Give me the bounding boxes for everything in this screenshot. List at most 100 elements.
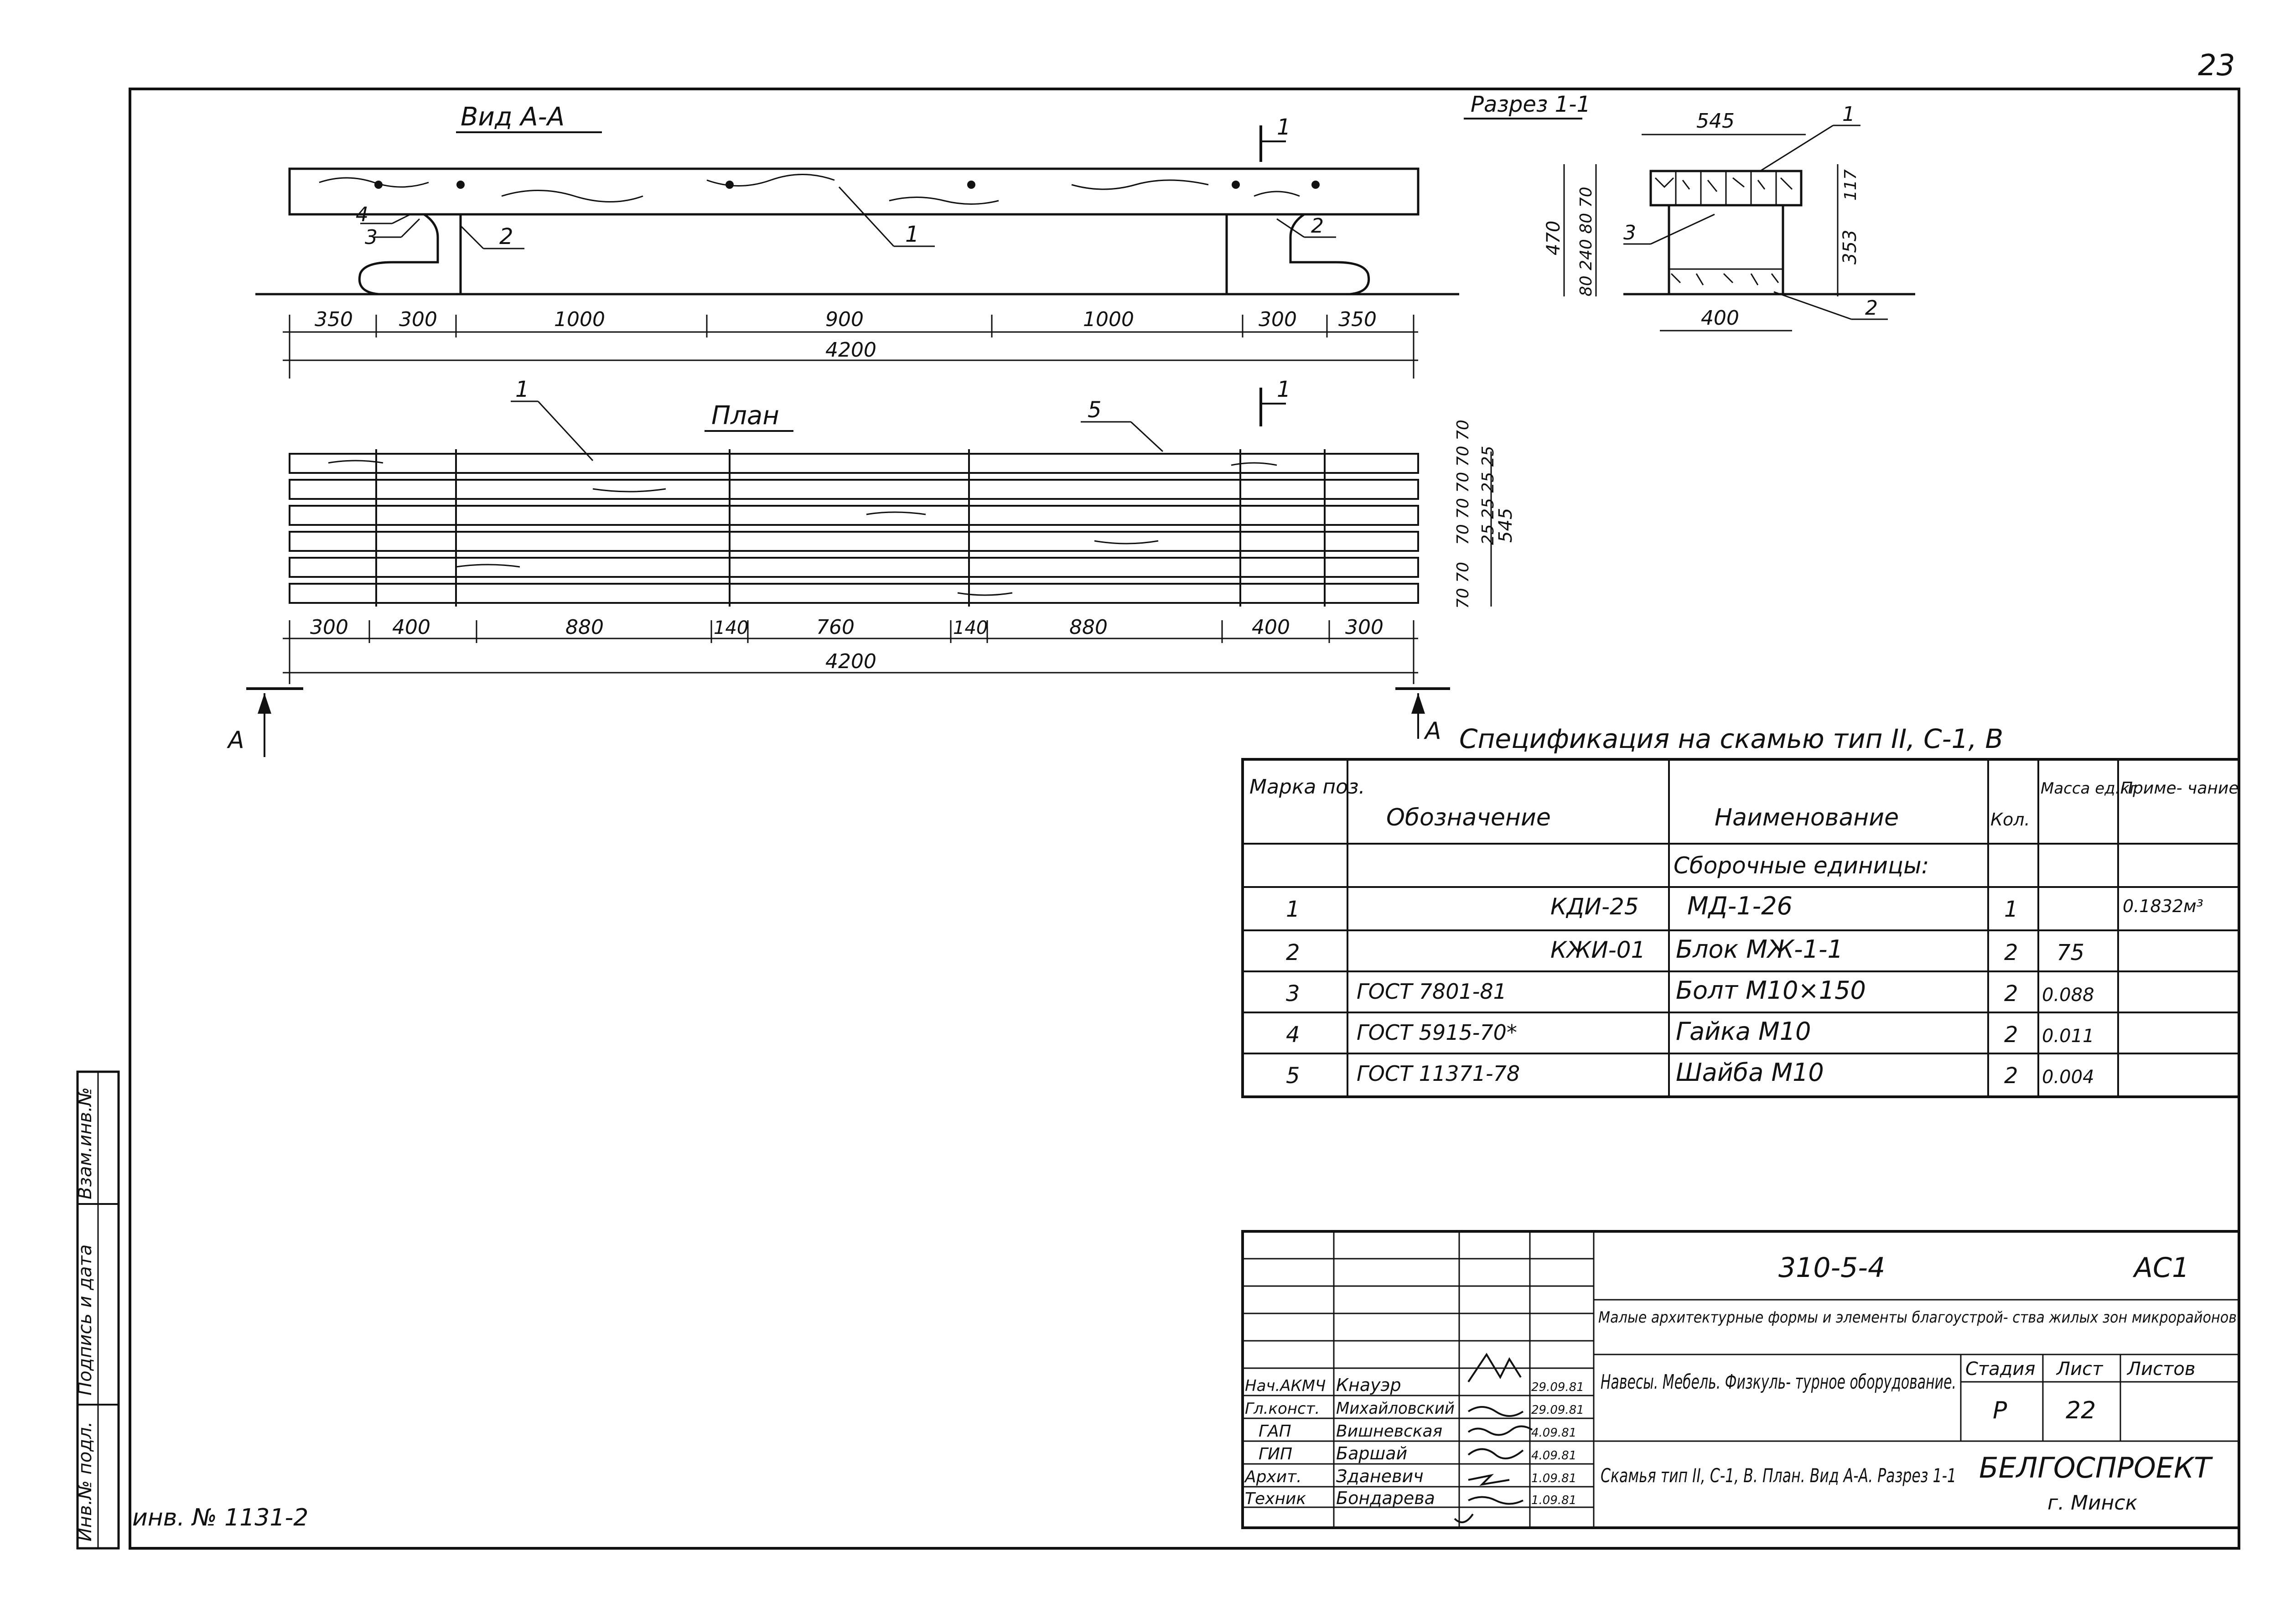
spec-row-1-pos: 1 <box>1286 897 1300 922</box>
plan-dim-4: 760 <box>816 616 855 639</box>
plan-dim-total: 4200 <box>825 650 876 673</box>
tb-role-3: ГАП <box>1259 1422 1291 1441</box>
spec-header-code: Обозначение <box>1386 804 1551 831</box>
plan-callout-5: 5 <box>1088 397 1102 423</box>
spec-row-1-name: МД-1-26 <box>1687 892 1793 920</box>
project-title: Малые архитектурные формы и элементы бла… <box>1598 1308 2237 1327</box>
callout-4: 4 <box>356 203 368 226</box>
stamp-inv: Инв.№ подл. <box>75 1422 96 1541</box>
plan-title: План <box>711 401 779 431</box>
spec-row-1-code: КДИ-25 <box>1550 893 1639 920</box>
tb-date-1: 29.09.81 <box>1531 1380 1584 1394</box>
left-support <box>358 213 462 296</box>
plan-dim-6: 880 <box>1069 616 1108 639</box>
dim-aa-1: 300 <box>399 308 437 331</box>
spec-row-5-pos: 5 <box>1286 1063 1300 1089</box>
sheet-header: Лист <box>2056 1359 2104 1380</box>
specification-table: Спецификация на скамью тип II, С-1, В Ма… <box>1241 723 2240 1098</box>
tb-date-2: 29.09.81 <box>1531 1403 1584 1417</box>
spec-row-3-mass: 0.088 <box>2042 985 2094 1006</box>
org-city: г. Минск <box>2047 1491 2138 1515</box>
spec-row-4-qty: 2 <box>2004 1022 2018 1048</box>
plan-dim-2: 880 <box>565 616 604 639</box>
callout-1: 1 <box>905 222 919 247</box>
sheet-title: Скамья тип II, С-1, В. План. Вид А-А. Ра… <box>1601 1464 1956 1487</box>
callout-2: 2 <box>499 224 513 249</box>
tb-name-5: Зданевич <box>1336 1466 1424 1486</box>
view-marker-a-right: А <box>1424 717 1441 745</box>
spec-row-5-qty: 2 <box>2004 1063 2018 1089</box>
tb-name-6: Бондарева <box>1336 1488 1435 1508</box>
plan-side-total: 545 <box>1495 508 1516 543</box>
tb-role-2: Гл.конст. <box>1245 1400 1320 1418</box>
spec-row-3-name: Болт М10×150 <box>1676 976 1866 1005</box>
dim-aa-3: 900 <box>825 308 864 331</box>
section-callout-3: 3 <box>1623 221 1636 244</box>
plan-callout-1: 1 <box>515 377 529 402</box>
tb-date-6: 1.09.81 <box>1531 1494 1576 1507</box>
tb-date-4: 4.09.81 <box>1531 1449 1576 1463</box>
spec-header-qty: Кол. <box>1990 809 2030 830</box>
tb-date-3: 4.09.81 <box>1531 1426 1576 1440</box>
spec-title: Спецификация на скамью тип II, С-1, В <box>1459 723 2003 754</box>
spec-row-5-name: Шайба М10 <box>1676 1058 1824 1087</box>
spec-row-4-name: Гайка М10 <box>1676 1017 1811 1046</box>
spec-row-4-mass: 0.011 <box>2042 1026 2094 1047</box>
spec-header-mass: Масса ед.кг <box>2041 779 2138 798</box>
view-aa-title: Вид А-А <box>461 102 565 132</box>
sheet-value: 22 <box>2066 1397 2096 1424</box>
spec-row-4-pos: 4 <box>1286 1022 1300 1048</box>
spec-group-label: Сборочные единицы: <box>1674 852 1929 879</box>
spec-row-2-mass: 75 <box>2057 940 2084 965</box>
stage-value: Р <box>1993 1397 2007 1424</box>
plan-side-top: 70 70 70 70 70 <box>1454 420 1472 545</box>
tb-role-4: ГИП <box>1259 1445 1292 1463</box>
inventory-number: инв. № 1131-2 <box>132 1504 308 1531</box>
tb-name-4: Баршай <box>1336 1443 1407 1463</box>
plan-section-mark: 1 <box>1277 377 1291 402</box>
spec-row-4-code: ГОСТ 5915-70* <box>1357 1020 1517 1045</box>
section-left-parts: 80 240 80 70 <box>1577 187 1596 296</box>
callout-3: 3 <box>365 226 378 249</box>
section-mark-1: 1 <box>1277 114 1291 140</box>
spec-row-5-code: ГОСТ 11371-78 <box>1357 1061 1520 1086</box>
tb-name-2: Михайловский <box>1336 1399 1455 1418</box>
callout-2-right: 2 <box>1311 214 1324 238</box>
spec-row-3-code: ГОСТ 7801-81 <box>1357 979 1507 1004</box>
doc-suffix: АС1 <box>2132 1252 2189 1284</box>
plan-dim-5: 140 <box>953 617 988 638</box>
section-11-title: Разрез 1-1 <box>1471 92 1591 117</box>
tb-role-5: Архит. <box>1244 1468 1302 1486</box>
section-title: Навесы. Мебель. Физкуль- турное оборудов… <box>1601 1370 1956 1394</box>
plan-dim-7: 400 <box>1252 616 1290 639</box>
tb-date-5: 1.09.81 <box>1531 1472 1576 1485</box>
stamp-replace: Взам.инв.№ <box>75 1087 96 1199</box>
tb-name-1: Кнауэр <box>1336 1375 1401 1395</box>
stamp-sign-date: Подпись и дата <box>75 1245 96 1396</box>
section-right-top: 117 <box>1841 169 1860 201</box>
spec-row-2-name: Блок МЖ-1-1 <box>1676 935 1843 964</box>
spec-row-3-qty: 2 <box>2004 981 2018 1007</box>
tb-role-1: Нач.АКМЧ <box>1245 1377 1326 1395</box>
plan-view: План 1 5 1 70 70 70 70 70 25 25 25 25 54… <box>227 377 1516 757</box>
dim-aa-6: 350 <box>1338 308 1377 331</box>
spec-row-2-pos: 2 <box>1286 940 1300 965</box>
plan-side-mid: 25 25 25 25 <box>1479 446 1498 545</box>
org-name: БЕЛГОСПРОЕКТ <box>1979 1451 2213 1484</box>
plan-dim-3: 140 <box>714 617 748 638</box>
stage-header: Стадия <box>1965 1359 2035 1380</box>
doc-code: 310-5-4 <box>1778 1252 1885 1284</box>
signature-marks <box>1454 1353 1533 1523</box>
spec-header-note: Приме- чание <box>2120 779 2239 798</box>
section-width-top: 545 <box>1696 109 1735 133</box>
seat-board <box>288 167 1420 216</box>
dim-aa-2: 1000 <box>554 308 605 331</box>
spec-row-2-qty: 2 <box>2004 940 2018 965</box>
plan-dim-1: 400 <box>392 616 430 639</box>
right-support <box>1225 213 1370 296</box>
plan-dim-0: 300 <box>310 616 348 639</box>
dim-aa-total: 4200 <box>825 338 876 362</box>
drawing-frame <box>129 88 2240 1550</box>
spec-header-name: Наименование <box>1715 804 1899 831</box>
